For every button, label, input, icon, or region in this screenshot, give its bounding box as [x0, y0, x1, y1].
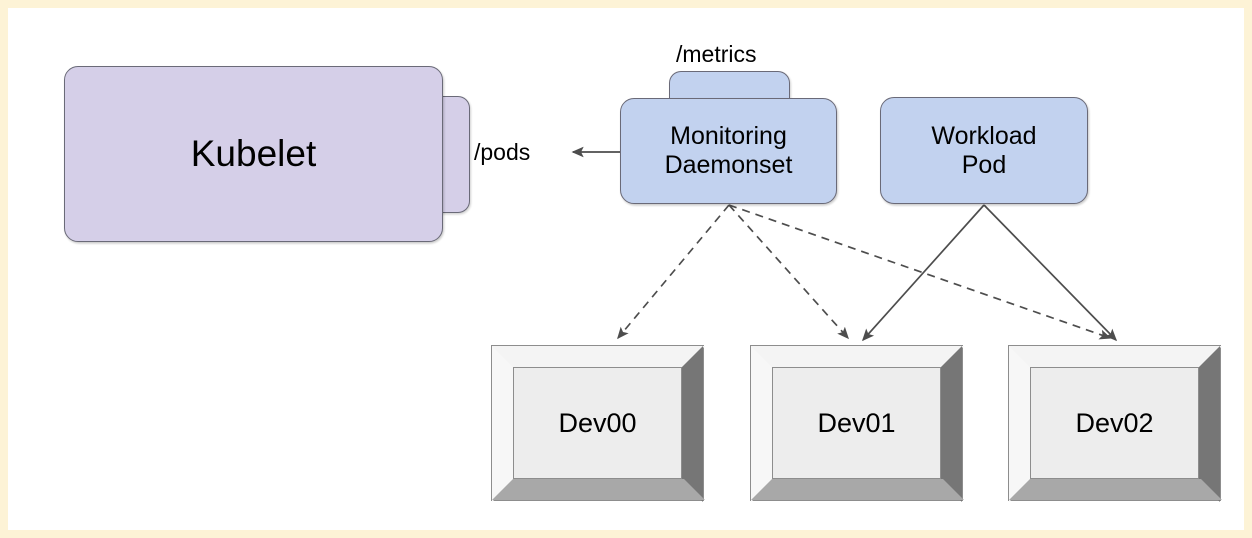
device-dev02-label: Dev02 — [1075, 407, 1154, 438]
edge-workload-to-dev02 — [983, 204, 1118, 342]
monitoring-metrics-port-tab[interactable] — [669, 71, 790, 103]
dev00-bevel-bottom — [492, 479, 705, 500]
dev01-bevel-left — [751, 346, 772, 502]
node-workload-pod-label-line1: Workload — [931, 121, 1037, 150]
dev01-bevel-top — [751, 346, 964, 367]
dev02-face: Dev02 — [1030, 367, 1199, 479]
dev02-bevel-right — [1199, 346, 1220, 502]
dev02-bevel-top — [1009, 346, 1222, 367]
dev00-bevel-left — [492, 346, 513, 502]
device-dev01[interactable]: Dev01 — [750, 345, 964, 502]
device-dev00[interactable]: Dev00 — [491, 345, 705, 502]
edge-monitoring-to-dev01 — [728, 204, 849, 340]
node-monitoring-daemonset-label-line1: Monitoring — [670, 122, 787, 150]
dev02-bevel-bottom — [1009, 479, 1222, 500]
edge-workload-to-dev01 — [861, 204, 985, 342]
dev01-bevel-bottom — [751, 479, 964, 500]
dev00-bevel-right — [682, 346, 703, 502]
node-monitoring-daemonset-label-line2: Daemonset — [664, 151, 793, 179]
device-dev01-label: Dev01 — [817, 407, 896, 438]
device-dev00-label: Dev00 — [558, 407, 637, 438]
dev01-bevel-right — [941, 346, 962, 502]
dev01-face: Dev01 — [772, 367, 941, 479]
node-kubelet[interactable]: Kubelet — [64, 66, 443, 242]
edge-monitoring-to-dev00 — [617, 204, 730, 340]
dev00-bevel-top — [492, 346, 705, 367]
node-workload-pod[interactable]: Workload Pod — [880, 97, 1088, 204]
label-metrics-endpoint: /metrics — [676, 41, 757, 67]
dev02-bevel-left — [1009, 346, 1030, 502]
edge-monitoring-to-dev02 — [728, 204, 1112, 340]
device-dev02[interactable]: Dev02 — [1008, 345, 1222, 502]
node-monitoring-daemonset[interactable]: Monitoring Daemonset — [620, 98, 837, 204]
node-workload-pod-label-line2: Pod — [961, 150, 1007, 179]
label-pods-endpoint: /pods — [474, 139, 531, 165]
dev00-face: Dev00 — [513, 367, 682, 479]
diagram-inner-canvas: Kubelet /pods /metrics Monitoring Daemon… — [8, 8, 1244, 530]
node-kubelet-label: Kubelet — [190, 132, 317, 174]
